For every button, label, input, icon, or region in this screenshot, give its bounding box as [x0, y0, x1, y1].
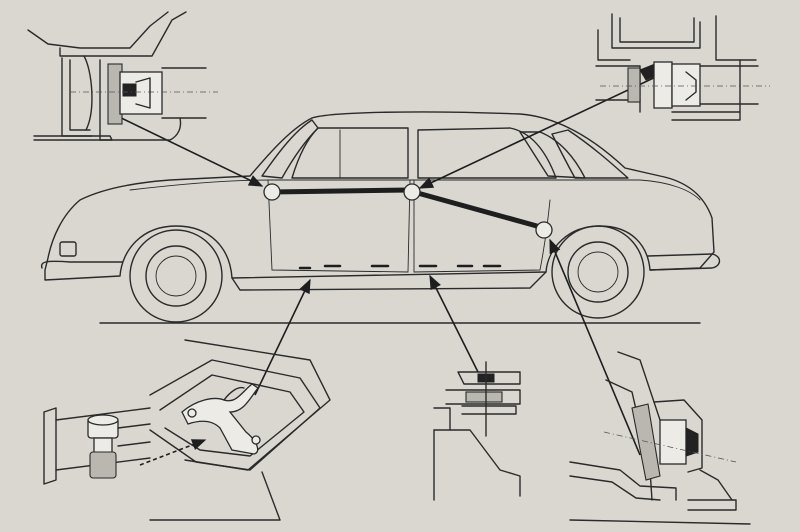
arrow-bottom-right	[549, 238, 641, 456]
bolt-assembly	[43, 407, 151, 485]
rear-door-window	[417, 127, 557, 179]
arrow-bottom-left	[254, 278, 311, 396]
sill-marks	[298, 264, 502, 270]
detail-top-right	[595, 13, 770, 121]
pillar-reinforcement-bar	[411, 189, 547, 231]
detail-bottom-left	[43, 339, 331, 521]
joint-front	[263, 183, 281, 201]
arrow-top-right	[418, 74, 661, 189]
arrow-top-left	[114, 114, 264, 187]
front-door-outline	[267, 179, 411, 273]
joint-rear	[535, 221, 553, 239]
windshield	[261, 119, 319, 179]
rear-wheel	[551, 225, 645, 319]
belt-line	[129, 179, 701, 201]
rear-window	[551, 129, 629, 179]
rear-door-outline	[413, 179, 551, 273]
front-bumper	[40, 260, 123, 269]
joint-center	[403, 183, 421, 201]
rear-quarter-window	[519, 131, 586, 179]
detail-top-left	[27, 11, 218, 141]
car-sill-line	[231, 271, 547, 291]
front-wheel	[129, 229, 223, 323]
rear-bumper	[647, 253, 721, 271]
front-door-window	[291, 127, 409, 179]
arrow-bottom-center	[429, 274, 479, 373]
car-side-view	[40, 111, 721, 323]
front-light	[59, 241, 77, 257]
car-body-outline	[44, 111, 715, 281]
roof-reinforcement-bar	[269, 187, 413, 195]
detail-bottom-center	[433, 361, 521, 501]
detail-bottom-right	[569, 351, 751, 525]
callout-arrows	[114, 74, 661, 456]
